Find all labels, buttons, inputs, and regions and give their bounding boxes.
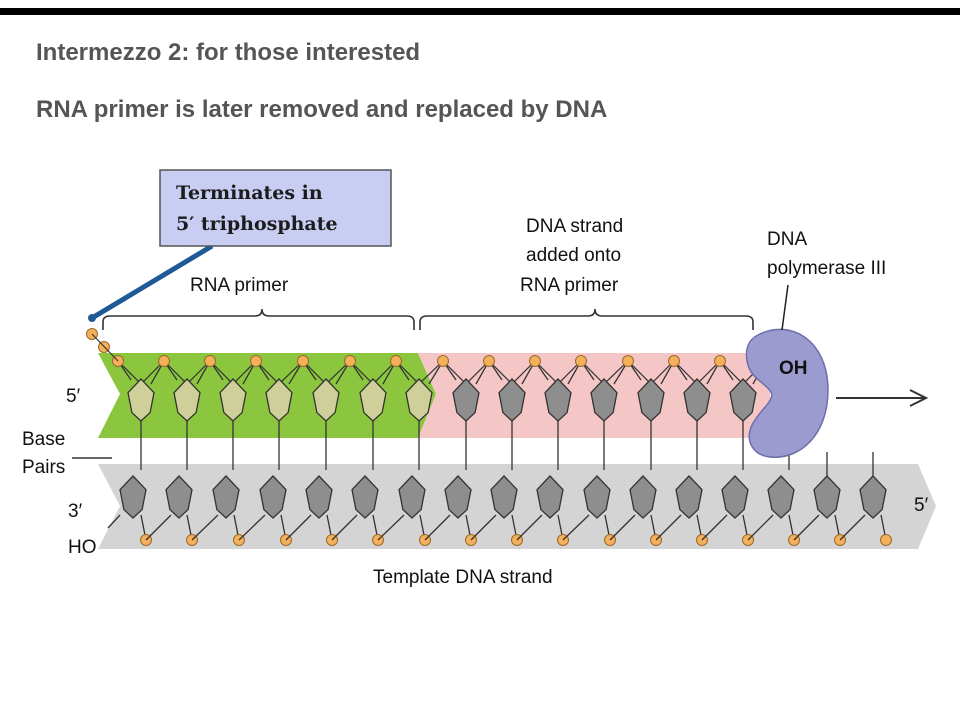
- phosphate-dot: [390, 355, 402, 367]
- phosphodiester-bond: [562, 514, 590, 541]
- polymerase-pointer: [781, 284, 789, 331]
- rna-primer-bracket: [102, 308, 415, 330]
- dna-added-bracket: [419, 308, 754, 330]
- phosphodiester-bond: [516, 514, 543, 541]
- phosphate-dot: [158, 355, 170, 367]
- phosphodiester-bond: [470, 514, 497, 541]
- sugar-pentagon: [265, 378, 293, 422]
- ho-label: HO: [68, 537, 97, 558]
- template-strand-nucleotides: [107, 475, 892, 546]
- sugar-pentagon: [498, 378, 526, 422]
- dna-added-label-3: RNA primer: [520, 275, 619, 296]
- oh-label: OH: [779, 358, 808, 379]
- callout-pointer: [90, 243, 214, 321]
- sugar-pentagon: [629, 475, 657, 519]
- sugar-pentagon: [729, 378, 757, 422]
- five-prime-bottom: 5′: [914, 495, 929, 516]
- phosphate-dot: [880, 534, 892, 546]
- sugar-pentagon: [583, 475, 611, 519]
- slide-title: Intermezzo 2: for those interested: [36, 39, 421, 66]
- sugar-pentagon: [536, 475, 564, 519]
- polymerase-label-2: polymerase III: [767, 258, 886, 279]
- phosphodiester-bond: [701, 514, 728, 541]
- slide-subtitle: RNA primer is later removed and replaced…: [36, 96, 608, 123]
- top-rule: [0, 8, 960, 15]
- sugar-pentagon: [359, 378, 387, 422]
- phosphate-dot: [575, 355, 587, 367]
- phosphodiester-bond: [377, 514, 405, 541]
- sugar-pentagon: [119, 475, 147, 519]
- phosphate-dot: [483, 355, 495, 367]
- sugar-pentagon: [767, 475, 795, 519]
- phosphodiester-bond: [424, 514, 451, 541]
- callout-line2: 5′ triphosphate: [176, 213, 338, 235]
- sugar-pentagon: [637, 378, 665, 422]
- base-pairs-label-1: Base: [22, 429, 65, 450]
- sugar-pentagon: [452, 378, 480, 422]
- sugar-pentagon: [312, 378, 340, 422]
- phosphodiester-bond: [609, 514, 636, 541]
- sugar-pentagon: [305, 475, 333, 519]
- sugar-pentagon: [351, 475, 379, 519]
- polymerase-blob: [745, 328, 829, 458]
- sugar-pentagon: [675, 475, 703, 519]
- phosphate-dot: [437, 355, 449, 367]
- callout-pointer-dot: [88, 314, 96, 322]
- sugar-pentagon: [444, 475, 472, 519]
- callout-box: [159, 169, 392, 247]
- sugar-pentagon: [813, 475, 841, 519]
- phosphate-dot: [344, 355, 356, 367]
- sugar-pentagon: [398, 475, 426, 519]
- sugar-pentagon: [590, 378, 618, 422]
- three-prime-bottom: 3′: [68, 501, 83, 522]
- sugar-pentagon: [219, 378, 247, 422]
- sugar-pentagon: [544, 378, 572, 422]
- template-label: Template DNA strand: [373, 567, 553, 588]
- phosphodiester-bond: [793, 514, 820, 541]
- arrow-right: [836, 389, 929, 407]
- phosphodiester-bond: [331, 514, 358, 541]
- phosphodiester-bond: [191, 514, 219, 541]
- sugar-pentagon: [683, 378, 711, 422]
- five-prime-top: 5′: [66, 386, 81, 407]
- base-pairs-label-2: Pairs: [22, 457, 65, 478]
- phosphodiester-bond: [238, 514, 266, 541]
- phosphate-dot: [204, 355, 216, 367]
- ho-end-bond: [107, 514, 121, 529]
- phosphodiester-bond: [839, 514, 866, 541]
- phosphate-dot: [297, 355, 309, 367]
- phosphate-dot: [529, 355, 541, 367]
- polymerase-label-1: DNA: [767, 229, 807, 250]
- phosphate-dot: [668, 355, 680, 367]
- sugar-pentagon: [259, 475, 287, 519]
- phosphodiester-bond: [91, 333, 119, 362]
- phosphodiester-bond: [145, 514, 172, 541]
- sugar-pentagon: [490, 475, 518, 519]
- dna-added-label-1: DNA strand: [526, 216, 623, 237]
- sugar-pentagon: [173, 378, 201, 422]
- phosphodiester-bond: [747, 514, 774, 541]
- sugar-pentagon: [721, 475, 749, 519]
- phosphodiester-bond: [285, 514, 312, 541]
- base-pair-rungs: [140, 421, 874, 476]
- dna-added-label-2: added onto: [526, 245, 621, 266]
- rna-primer-label: RNA primer: [190, 275, 289, 296]
- sugar-pentagon: [165, 475, 193, 519]
- phosphate-dot: [622, 355, 634, 367]
- callout-line1: Terminates in: [176, 182, 323, 204]
- phosphate-dot: [714, 355, 726, 367]
- phosphate-dot: [250, 355, 262, 367]
- sugar-pentagon: [859, 475, 887, 519]
- sugar-pentagon: [405, 378, 433, 422]
- sugar-pentagon: [127, 378, 155, 422]
- phosphodiester-bond: [655, 514, 682, 541]
- sugar-pentagon: [212, 475, 240, 519]
